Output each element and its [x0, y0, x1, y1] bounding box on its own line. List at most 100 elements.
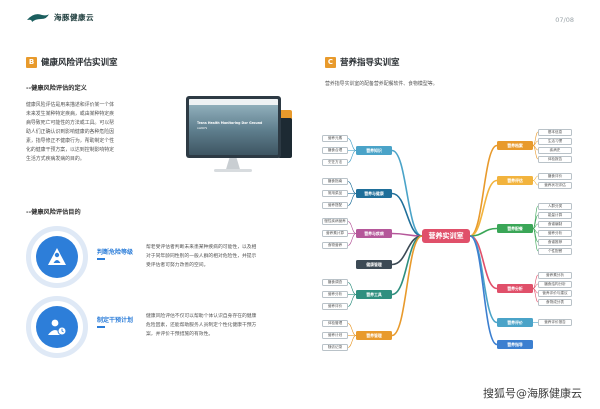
definition-line: 未来发生某种特定疾病，或由某种特定疾 — [26, 111, 115, 117]
mindmap-connector — [347, 294, 357, 307]
section-heading-risk: B 健康风险评估实训室 — [26, 56, 118, 68]
monitor-screen-text: Trans Health Monitoring Dor Ground — [197, 121, 263, 125]
mindmap-connector — [347, 335, 357, 348]
mindmap-connector — [469, 179, 498, 237]
goal-circle-2 — [26, 296, 88, 358]
mindmap-connector — [391, 149, 423, 237]
mindmap-connector — [347, 233, 357, 246]
branch-r-2: 营养配餐 — [497, 224, 533, 233]
leaf: 营养分析 — [538, 229, 572, 237]
mindmap-connector — [469, 227, 498, 237]
leaf: 营养计划 — [322, 332, 348, 339]
section-heading-nutrition: C 营养指导实训室 — [325, 56, 400, 68]
leaf: 营养评价与建议 — [538, 289, 572, 297]
monitor-base — [214, 169, 252, 172]
mindmap-connector — [347, 181, 357, 194]
leaf: 膳食调查 — [322, 279, 348, 286]
branch-r-0: 营养档案 — [497, 141, 533, 150]
leaf: 食谱编制 — [538, 220, 572, 228]
leaf: 营养评价报告 — [538, 319, 572, 326]
leaf: 体检管理 — [322, 320, 348, 327]
leaf: 膳食指南 — [322, 178, 348, 185]
branch-r-5: 营养指导 — [497, 340, 533, 349]
section-title: 健康风险评估实训室 — [41, 58, 118, 68]
goal-heading: --健康风险评估目的 — [26, 209, 81, 216]
goal-title-2: 制定干预计划 — [97, 317, 134, 324]
leaf: 生活习惯 — [538, 137, 572, 145]
branch-5: 营养管理 — [356, 331, 392, 340]
leaf: 基本信息 — [538, 128, 572, 136]
mindmap-connector — [347, 221, 357, 234]
definition-line: 助人们正确认识到影响健康的各种危险因 — [26, 129, 115, 135]
branch-r-4: 营养评价 — [497, 318, 533, 327]
mindmap-connector — [532, 180, 539, 186]
watermark: 搜狐号@海豚健康云 — [483, 387, 582, 400]
mindmap-connector — [469, 235, 498, 324]
branch-2: 营养与疾病 — [356, 229, 392, 238]
leaf: 营养元素 — [322, 135, 348, 142]
definition-line: 生活方式疾病发病的目的。 — [26, 156, 85, 162]
leaf: 膳食合理 — [322, 147, 348, 154]
monitor-screen-subtext: ALWAYS — [197, 127, 208, 130]
leaf: 慢性疾病营养 — [322, 218, 348, 225]
branch-3: 健康管理 — [356, 260, 392, 269]
leaf: 烹饪方法 — [322, 159, 348, 166]
mindmap-connector — [391, 192, 423, 237]
person-clock-icon — [48, 319, 67, 336]
page-number: 07/08 — [555, 16, 574, 24]
mindmap-connector — [347, 193, 357, 206]
definition-heading: --健康风险评估的定义 — [26, 85, 87, 92]
branch-r-1: 营养评估 — [497, 176, 533, 185]
mindmap-connector — [347, 138, 357, 151]
section-badge: B — [26, 56, 37, 68]
mindmap-connector — [532, 288, 539, 303]
warning-person-icon — [48, 248, 66, 265]
branch-4: 营养工具 — [356, 290, 392, 299]
goal-circle-1 — [26, 226, 88, 288]
goal-title-1: 判断危险等级 — [97, 249, 134, 256]
mindmap-connector — [347, 323, 357, 336]
leaf: 食物成分表 — [538, 298, 572, 306]
leaf: 营养素计算 — [322, 230, 348, 237]
mindmap-connector — [532, 145, 539, 160]
section-badge: C — [325, 56, 336, 68]
leaf: 食谱推荐 — [538, 238, 572, 246]
mindmap-connector — [347, 282, 357, 295]
leaf: 营养素分析 — [538, 271, 572, 279]
mindmap-connector — [469, 144, 498, 237]
branch-r-3: 营养分析 — [497, 284, 533, 293]
brand-logo: 海豚健康云 — [26, 11, 94, 23]
mindmap-connector — [391, 235, 423, 337]
mindmap-connector — [347, 150, 357, 163]
decor-card-dark — [278, 118, 292, 158]
dolphin-icon — [27, 14, 49, 22]
leaf: 人群分类 — [538, 202, 572, 210]
leaf: 营养分析 — [322, 291, 348, 298]
definition-paragraph: 健康风险评估是用来描述和评价某一个体未来发生某种特定疾病，或由某种特定疾病导致死… — [26, 101, 176, 164]
mindmap-center: 营养实训室 — [422, 229, 470, 243]
nutrition-intro: 营养指导实训室的配备营养配餐软件、食物模型等。 — [325, 81, 438, 87]
leaf: 膳食评价 — [538, 172, 572, 180]
leaf: 疾病史 — [538, 146, 572, 154]
leaf: 食物营养 — [322, 242, 348, 249]
leaf: 营养搭配 — [322, 202, 348, 209]
monitor-illustration: Trans Health Monitoring Dor Ground ALWAY… — [178, 96, 292, 178]
leaf: 体检报告 — [538, 155, 572, 163]
goal-desc-2: 健康风险评估不仅可以帮助个体认识自身存在的健康 危险因素，还能帮助服务人员制定个… — [146, 314, 257, 337]
definition-line: 素，指导修正不健康行为，帮助制定个性 — [26, 138, 115, 144]
definition-line: 病导致死亡可能性的方法或工具。可以帮 — [26, 120, 115, 126]
leaf: 能量计算 — [538, 211, 572, 219]
leaf: 膳食结构分析 — [538, 280, 572, 288]
leaf: 营养评价 — [322, 303, 348, 310]
leaf: 常用菜品 — [322, 190, 348, 197]
monitor-screen: Trans Health Monitoring Dor Ground ALWAY… — [186, 96, 281, 158]
mindmap-connector — [532, 228, 539, 252]
mindmap-connector — [469, 235, 498, 346]
goal-desc-1: 帮老受评估者判断未来患某种疾病的可能性，以及相 对于同年龄同性别的一般人群的相对… — [146, 245, 257, 268]
logo-text: 海豚健康云 — [54, 12, 94, 22]
definition-line: 健康风险评估是用来描述和评价某一个体 — [26, 102, 115, 108]
leaf: 个性配餐 — [538, 247, 572, 255]
leaf: 随访记录 — [322, 344, 348, 351]
goal-underline-1 — [97, 258, 105, 260]
